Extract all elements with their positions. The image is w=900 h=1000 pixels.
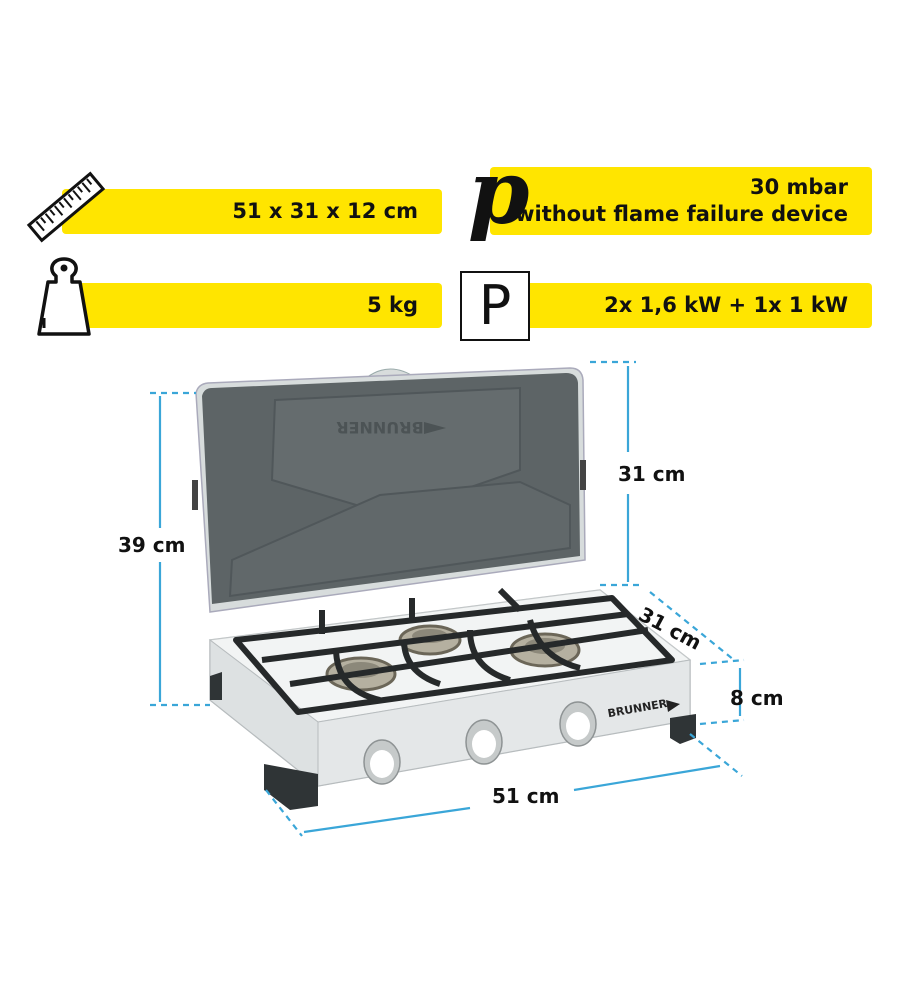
pressure-spec-bar: 30 mbar without flame failure device (490, 167, 872, 235)
power-spec-bar: 2x 1,6 kW + 1x 1 kW (520, 283, 872, 328)
pressure-symbol: p (468, 140, 530, 244)
power-value: 2x 1,6 kW + 1x 1 kW (604, 292, 848, 317)
stove-lid: BRUNNER (192, 367, 586, 613)
control-knobs (363, 701, 597, 785)
weight-spec-bar: 5 kg (62, 283, 442, 328)
lid-height-label: 31 cm (618, 462, 686, 486)
base-height-label: 8 cm (730, 686, 784, 710)
power-symbol: P (478, 274, 512, 337)
weight-icon (37, 257, 91, 336)
power-icon: P (460, 271, 530, 341)
ruler-icon (26, 171, 106, 243)
total-height-label: 39 cm (118, 533, 186, 557)
lid-brand-logo: BRUNNER (336, 418, 424, 437)
pressure-value: 30 mbar (750, 174, 848, 199)
dimensions-spec-bar: 51 x 31 x 12 cm (62, 189, 442, 234)
stove-body (208, 589, 696, 810)
dimensions-value: 51 x 31 x 12 cm (232, 198, 418, 223)
pressure-icon: p (468, 148, 530, 248)
dimension-lines (150, 360, 745, 837)
pan-grate (233, 587, 675, 715)
pressure-note: without flame failure device (515, 202, 848, 226)
weight-value: 5 kg (367, 292, 418, 317)
width-label: 51 cm (492, 784, 560, 808)
